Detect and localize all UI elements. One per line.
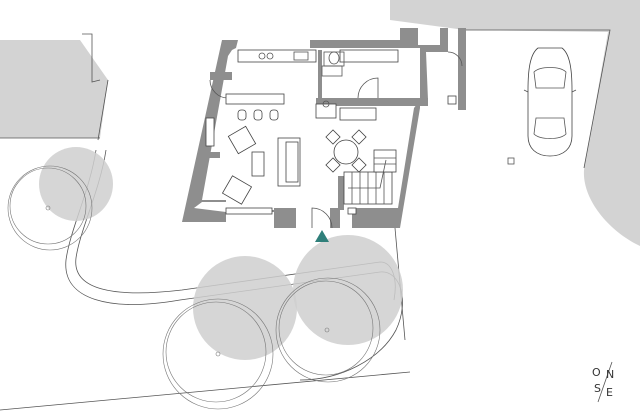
- door-swing-kitchen: [357, 77, 379, 99]
- partition-wall-kitchen: [316, 98, 428, 106]
- compass-south: S: [594, 382, 601, 395]
- armchair-top: [227, 125, 257, 155]
- dining-chair: [325, 157, 341, 173]
- dining-chair: [351, 157, 367, 173]
- window-bottom-right: [347, 207, 357, 215]
- garden-path-outer: [65, 149, 403, 381]
- sofa-seat: [285, 141, 299, 183]
- sideboard: [339, 107, 377, 121]
- carport-drain: [507, 157, 515, 165]
- partition-wall-wc: [318, 50, 322, 98]
- carport-outline: [465, 29, 611, 169]
- coffee-table: [251, 151, 265, 177]
- hob-ring: [266, 52, 274, 60]
- utility-box: [447, 95, 457, 105]
- entry-stair-outline: [82, 33, 101, 83]
- compass-east: E: [606, 386, 613, 399]
- terrain-left: [0, 40, 108, 138]
- fridge: [315, 103, 337, 119]
- tree-1: [7, 147, 113, 251]
- door-swing-garage: [447, 51, 463, 67]
- tree-3: [275, 235, 403, 383]
- dining-table: [333, 139, 359, 165]
- kitchen-worktop: [237, 49, 317, 63]
- window-left: [205, 117, 215, 147]
- wc-basin: [321, 65, 343, 77]
- car-icon: [523, 47, 577, 157]
- bar-stool: [253, 109, 263, 121]
- dining-chair: [325, 129, 341, 145]
- staircase: [343, 149, 397, 205]
- plot-boundary-bottom: [0, 371, 411, 411]
- kitchen-island: [225, 93, 285, 105]
- tree-2: [162, 256, 297, 410]
- kitchen-sink: [293, 51, 309, 61]
- partition-wall-left: [210, 72, 232, 80]
- bar-stool: [269, 109, 279, 121]
- wc-bowl: [328, 51, 340, 65]
- hob-ring: [258, 52, 266, 60]
- window-jamb: [208, 152, 220, 158]
- compass-north: N: [606, 368, 614, 381]
- fridge-handle: [322, 100, 330, 108]
- terrain-right: [390, 0, 640, 246]
- retaining-edge: [97, 79, 109, 141]
- cabinet-right: [339, 49, 399, 63]
- armchair-bottom: [221, 175, 253, 205]
- compass-rose-icon: N S E O: [592, 361, 614, 403]
- dining-chair: [351, 129, 367, 145]
- garage-wall: [458, 28, 466, 110]
- entrance-triangle-icon: [315, 230, 329, 242]
- stair-wall: [338, 176, 344, 210]
- compass-west: O: [592, 366, 601, 379]
- front-door: [311, 207, 333, 229]
- window-bottom: [225, 207, 273, 215]
- bar-stool: [237, 109, 247, 121]
